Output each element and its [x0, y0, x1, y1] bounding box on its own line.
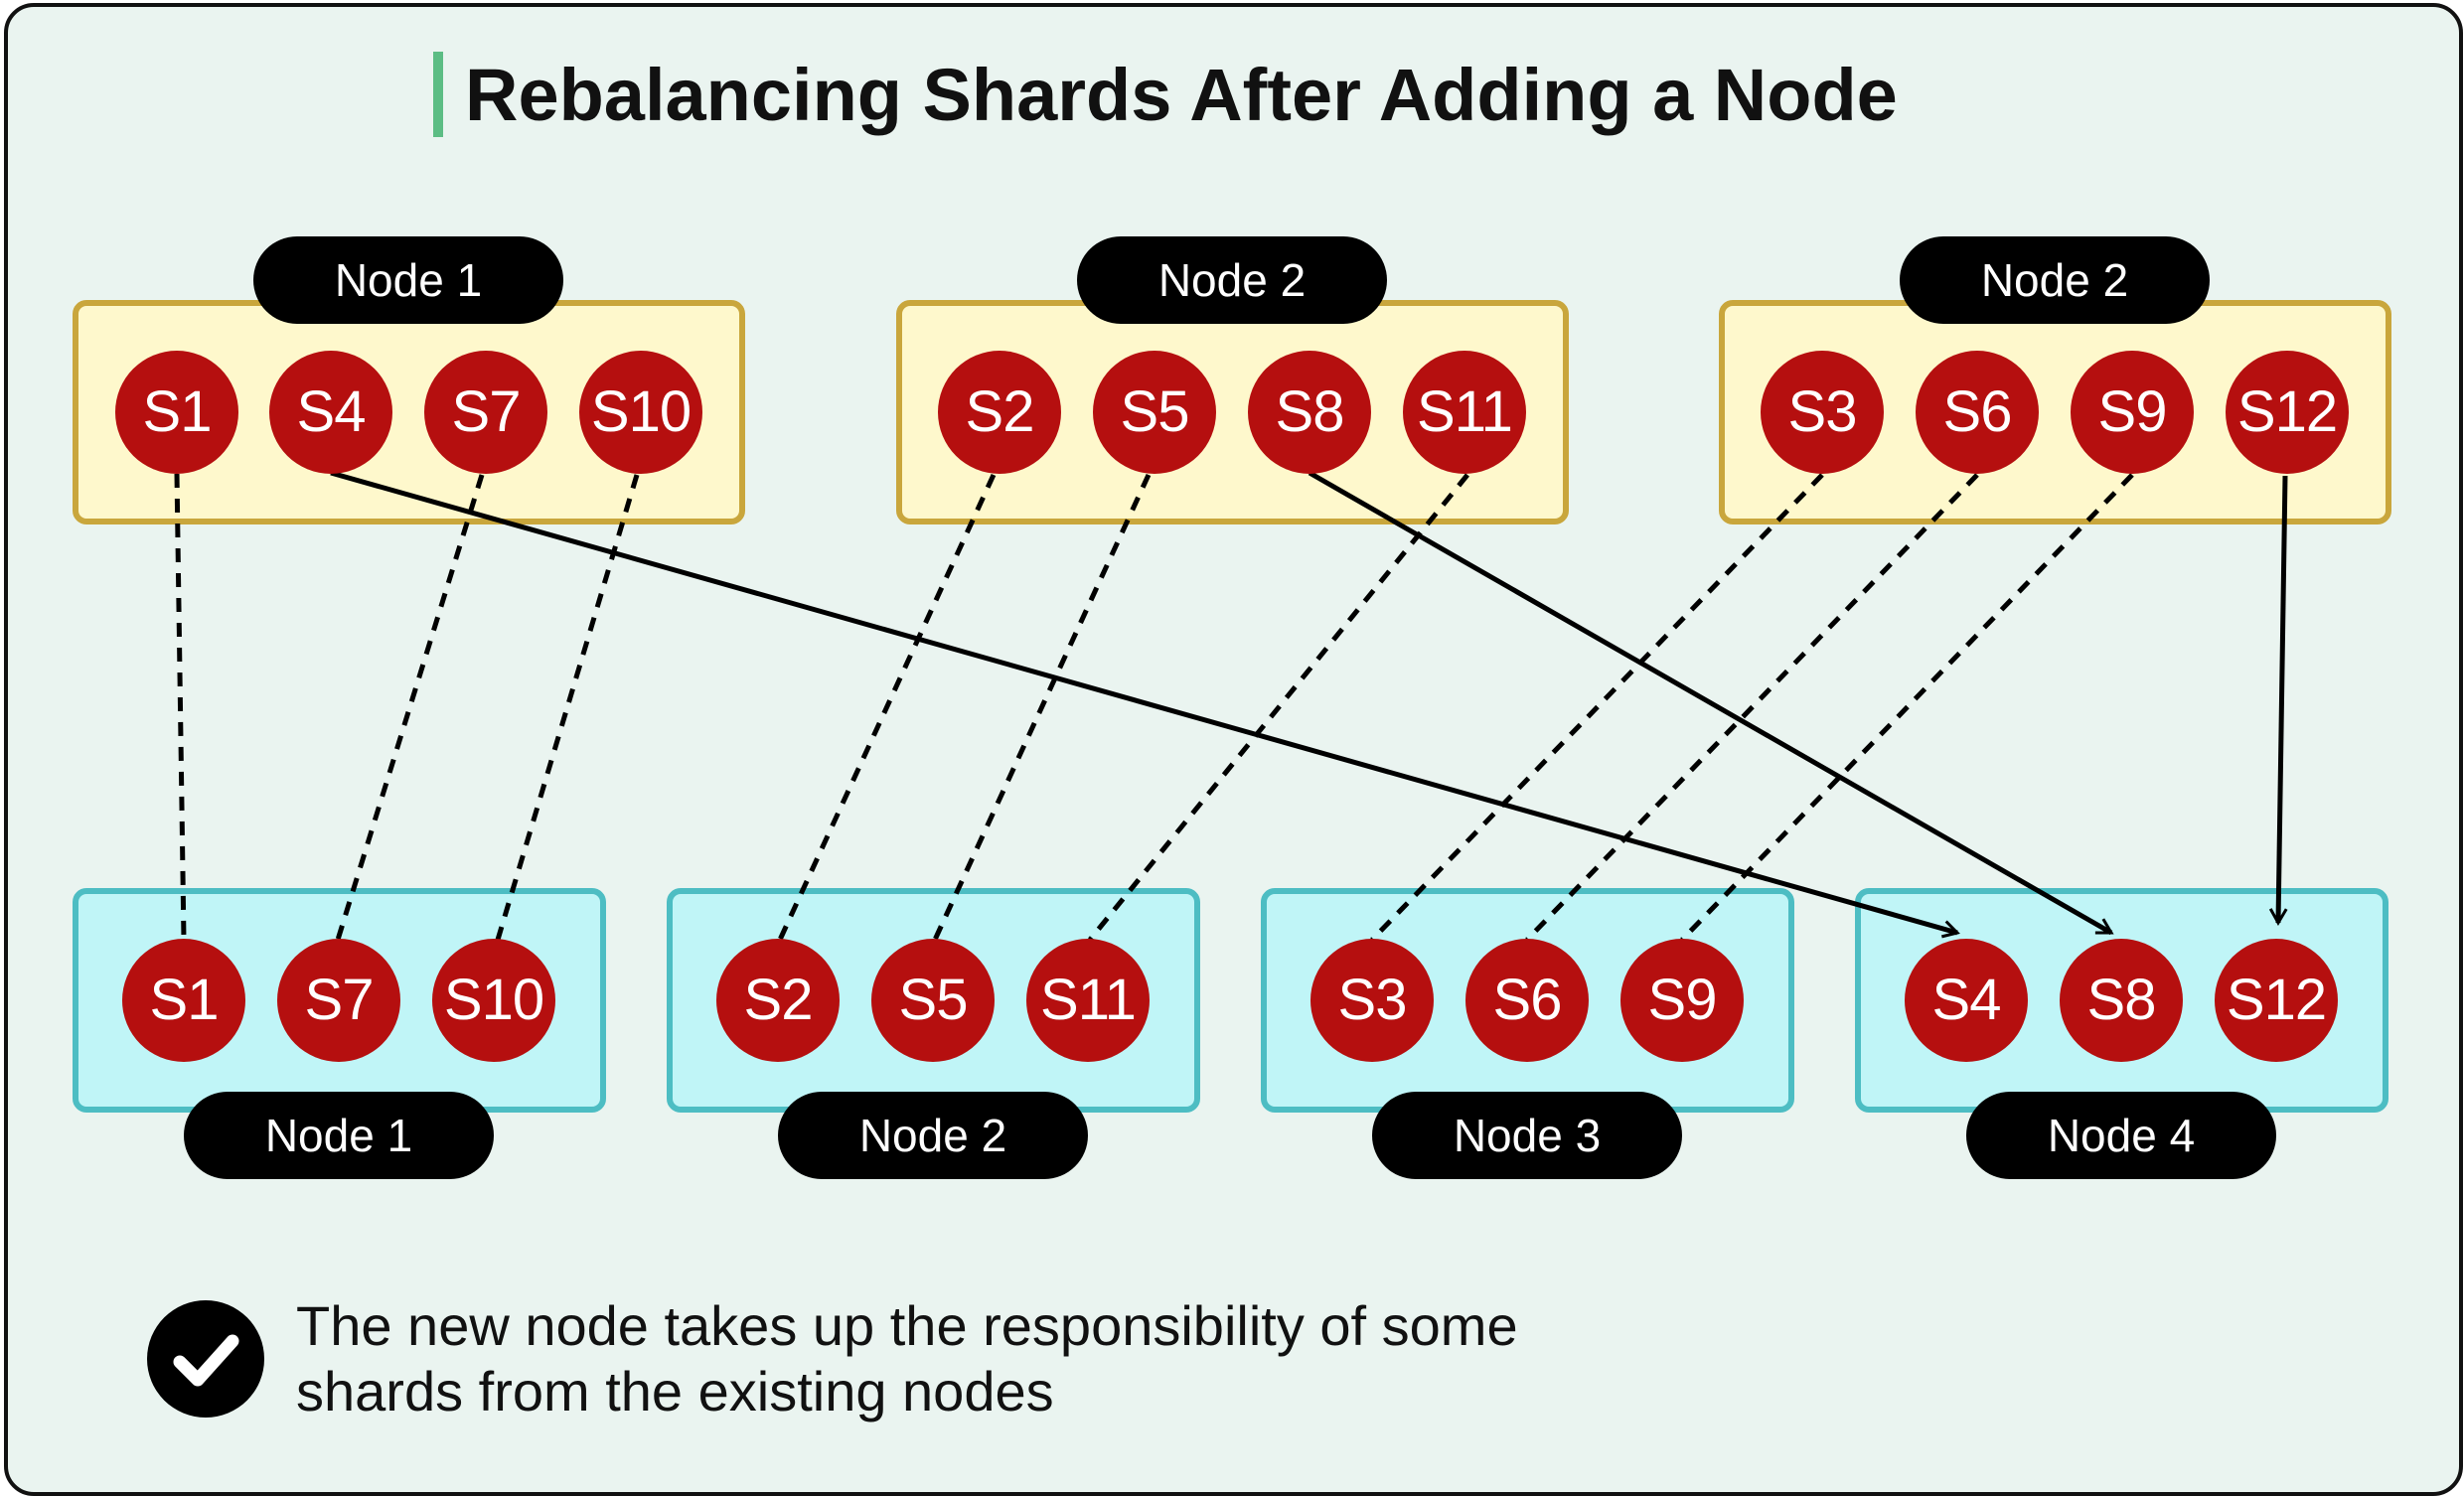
link-line-s11: [1088, 473, 1469, 942]
note-text: The new node takes up the responsibility…: [296, 1293, 1786, 1424]
before-node-label: Node 2: [1900, 236, 2210, 324]
shard: S8: [2060, 939, 2183, 1062]
link-line-s2: [777, 473, 997, 942]
link-line-s5: [932, 473, 1152, 942]
link-arrow-s4: [330, 470, 1960, 939]
shard: S9: [2071, 351, 2194, 474]
before-node-label: Node 1: [253, 236, 563, 324]
link-line-s3: [1370, 473, 1824, 942]
shard: S1: [122, 939, 245, 1062]
after-node-label: Node 2: [778, 1092, 1088, 1179]
shard: S11: [1403, 351, 1526, 474]
shard: S7: [424, 351, 547, 474]
shard: S2: [716, 939, 840, 1062]
after-node-label: Node 1: [184, 1092, 494, 1179]
shard: S8: [1248, 351, 1371, 474]
shard: S10: [579, 351, 702, 474]
shard: S1: [115, 351, 238, 474]
after-node-label: Node 4: [1966, 1092, 2276, 1179]
after-node-label: Node 3: [1372, 1092, 1682, 1179]
shard: S6: [1916, 351, 2039, 474]
note-line-1: The new node takes up the responsibility…: [296, 1294, 1518, 1357]
note-line-2: shards from the existing nodes: [296, 1360, 1054, 1422]
link-line-s6: [1525, 473, 1979, 942]
shard: S6: [1465, 939, 1589, 1062]
shard: S3: [1761, 351, 1884, 474]
check-circle-icon: [147, 1300, 264, 1418]
shard: S5: [871, 939, 995, 1062]
shard: S10: [432, 939, 555, 1062]
link-arrow-s8: [1308, 470, 2114, 936]
link-line-s9: [1680, 473, 2134, 942]
shard: S3: [1310, 939, 1434, 1062]
link-line-s10: [495, 474, 640, 941]
shard: S11: [1026, 939, 1150, 1062]
link-line-s7: [335, 474, 485, 941]
title-accent-bar: [433, 52, 443, 137]
before-node-label: Node 2: [1077, 236, 1387, 324]
link-line-s1: [174, 473, 187, 941]
diagram-title: Rebalancing Shards After Adding a Node: [465, 54, 1898, 136]
shard: S12: [2226, 351, 2349, 474]
shard: S7: [277, 939, 400, 1062]
shard: S2: [938, 351, 1061, 474]
shard: S9: [1620, 939, 1744, 1062]
link-arrow-s12: [2268, 475, 2288, 927]
shard: S4: [1905, 939, 2028, 1062]
shard: S5: [1093, 351, 1216, 474]
shard: S4: [269, 351, 392, 474]
shard: S12: [2215, 939, 2338, 1062]
